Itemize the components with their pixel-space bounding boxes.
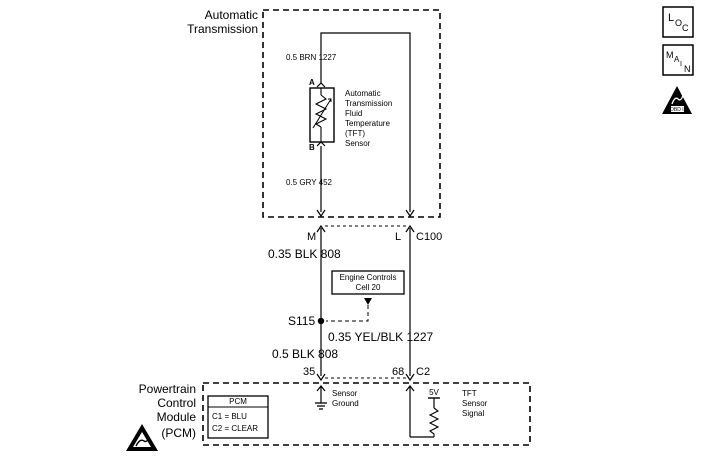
svg-text:C: C <box>682 23 689 33</box>
c2-label: C2 <box>416 366 430 378</box>
tft-label-2: Transmission <box>345 99 392 108</box>
wire-label-blk-upper: 0.35 BLK 808 <box>268 247 341 261</box>
engine-controls-ref-box <box>331 270 405 295</box>
pcm-label-3: Module <box>157 410 197 424</box>
svg-text:O: O <box>675 18 682 28</box>
engine-controls-ref-arrow <box>364 298 372 305</box>
thermistor-symbol <box>312 88 332 142</box>
transmission-label-line1: Automatic <box>205 8 258 22</box>
pcm-info-title: PCM <box>229 397 247 406</box>
obd-esd-icon[interactable]: OBD II <box>662 86 692 114</box>
main-icon[interactable]: M A I N <box>662 44 694 76</box>
svg-text:I: I <box>680 61 682 68</box>
pcm-info-c2: C2 = CLEAR <box>212 424 258 433</box>
wire-label-blk-lower: 0.5 BLK 808 <box>272 347 338 361</box>
splice-ref-dash <box>326 305 369 322</box>
tft-signal-circuit <box>405 385 440 438</box>
sensor-ground-line1: Sensor <box>332 389 358 398</box>
transmission-enclosure <box>262 9 441 218</box>
pcm-info-c1: C1 = BLU <box>212 412 247 421</box>
esd-warning-icon <box>126 424 158 451</box>
svg-text:A: A <box>674 55 680 64</box>
pcm-label-2: Control <box>157 396 196 410</box>
pin-a-label: A <box>309 78 315 87</box>
c100-label: C100 <box>416 231 442 243</box>
svg-text:M: M <box>666 50 674 60</box>
c100-pin-l-arrow-top <box>405 209 415 218</box>
tft-label-5: (TFT) <box>345 129 365 138</box>
c100-pin-m-arrow-bottom <box>316 224 326 233</box>
tft-label-3: Fluid <box>345 109 362 118</box>
pin-b-label: B <box>309 143 315 152</box>
c2-pin-68-arrow <box>405 373 415 382</box>
voltage-5v-label: 5V <box>429 388 439 397</box>
c100-pin-m-arrow-top <box>316 209 326 218</box>
svg-text:N: N <box>684 64 691 74</box>
sensor-ground-symbol <box>315 385 327 410</box>
tft-label-1: Automatic <box>345 89 381 98</box>
tft-sensor-box <box>309 87 335 143</box>
engine-controls-line1: Engine Controls <box>340 273 397 282</box>
pin-m-label: M <box>307 231 316 243</box>
pcm-info-box <box>207 395 269 439</box>
sensor-ground-line2: Ground <box>332 399 359 408</box>
splice-s115-dot <box>317 317 325 325</box>
pcm-label-4: (PCM) <box>161 426 196 440</box>
tft-signal-line3: Signal <box>462 409 484 418</box>
transmission-label-line2: Transmission <box>187 22 258 36</box>
wire-label-brn: 0.5 BRN 1227 <box>286 53 337 62</box>
pin-b-chevron <box>316 141 326 147</box>
c2-pin-35-arrow <box>316 373 326 382</box>
pcm-enclosure <box>202 382 531 446</box>
pin-l-label: L <box>395 231 401 243</box>
pcm-label-1: Powertrain <box>139 382 196 396</box>
wire-brn-1227 <box>320 32 411 212</box>
svg-text:OBD II: OBD II <box>670 107 685 113</box>
splice-s115-label: S115 <box>288 314 315 328</box>
tft-signal-line1: TFT <box>462 389 477 398</box>
svg-text:L: L <box>668 12 674 24</box>
tft-label-6: Sensor <box>345 139 371 148</box>
wire-label-gry: 0.5 GRY 452 <box>286 178 333 187</box>
wire-label-yel-blk: 0.35 YEL/BLK 1227 <box>328 330 434 344</box>
tft-label-4: Temperature <box>345 119 390 128</box>
pin-35-label: 35 <box>303 366 315 378</box>
loc-icon[interactable]: L O C <box>662 6 694 38</box>
pin-a-chevron <box>316 82 326 88</box>
pin-68-label: 68 <box>392 366 404 378</box>
engine-controls-line2: Cell 20 <box>356 283 381 292</box>
c100-pin-l-arrow-bottom <box>405 224 415 233</box>
tft-signal-line2: Sensor <box>462 399 488 408</box>
